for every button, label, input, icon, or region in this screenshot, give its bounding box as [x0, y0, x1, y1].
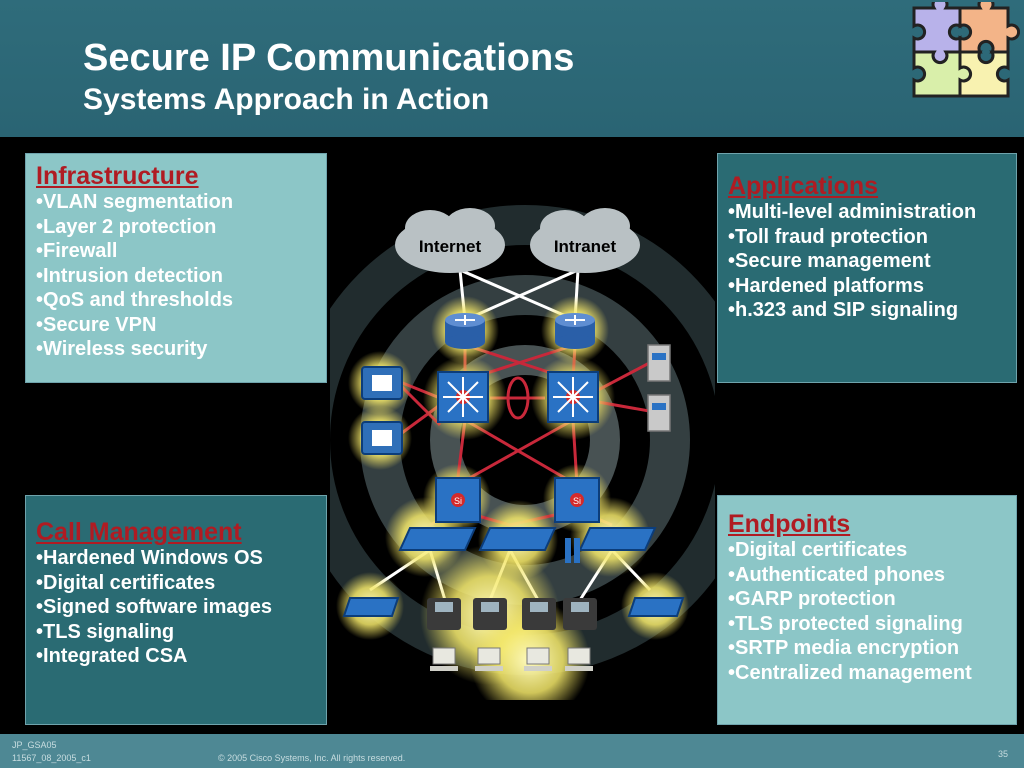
call-management-panel: Call Management Hardened Windows OS Digi…	[25, 495, 327, 725]
internet-label: Internet	[419, 237, 482, 256]
slide-header: Secure IP Communications Systems Approac…	[0, 0, 1024, 137]
server-icon	[647, 344, 671, 382]
list-item: Toll fraud protection	[728, 225, 1006, 250]
panel-title: Infrastructure	[36, 162, 199, 190]
ip-phone-icon	[427, 598, 461, 630]
infrastructure-panel: Infrastructure VLAN segmentation Layer 2…	[25, 153, 327, 383]
pc-icon	[565, 647, 593, 671]
list-item: QoS and thresholds	[36, 288, 316, 313]
copyright: © 2005 Cisco Systems, Inc. All rights re…	[218, 753, 406, 763]
list-item: h.323 and SIP signaling	[728, 298, 1006, 323]
footer-code: 11567_08_2005_c1	[12, 753, 91, 763]
list-item: SRTP media encryption	[728, 636, 1006, 661]
slide-subtitle: Systems Approach in Action	[83, 83, 490, 116]
list-item: Digital certificates	[728, 538, 1006, 563]
panel-title: Call Management	[36, 518, 242, 546]
list-item: Centralized management	[728, 661, 1006, 686]
applications-panel: Applications Multi-level administration …	[717, 153, 1017, 383]
multilayer-switch-icon	[547, 371, 599, 423]
call-manager-icon	[361, 421, 403, 455]
si-label: Si	[573, 496, 581, 506]
list-item: Firewall	[36, 239, 316, 264]
panel-title: Applications	[728, 172, 879, 200]
voice-gateway-icon	[342, 597, 400, 617]
list-item: TLS protected signaling	[728, 612, 1006, 637]
list-item: Signed software images	[36, 595, 316, 620]
list-item: GARP protection	[728, 587, 1006, 612]
pc-icon	[430, 647, 458, 671]
access-switch-icon	[478, 527, 557, 551]
intranet-label: Intranet	[554, 237, 617, 256]
ip-phone-icon	[563, 598, 597, 630]
si-label: Si	[454, 496, 462, 506]
list-item: Hardened platforms	[728, 274, 1006, 299]
slide-footer: JP_GSA05 11567_08_2005_c1 © 2005 Cisco S…	[0, 734, 1024, 768]
panel-title: Endpoints	[728, 510, 851, 538]
endpoints-panel: Endpoints Digital certificates Authentic…	[717, 495, 1017, 725]
ip-phone-icon	[522, 598, 556, 630]
list-item: Multi-level administration	[728, 200, 1006, 225]
list-item: TLS signaling	[36, 620, 316, 645]
intranet-cloud-icon	[530, 208, 640, 273]
list-item: Authenticated phones	[728, 563, 1006, 588]
access-switch-icon	[578, 527, 657, 551]
list-item: Layer 2 protection	[36, 215, 316, 240]
router-icon	[445, 313, 485, 349]
server-icon	[647, 394, 671, 432]
list-item: Secure VPN	[36, 313, 316, 338]
list-item: Wireless security	[36, 337, 316, 362]
etherchannel-icon	[506, 376, 530, 420]
pc-icon	[475, 647, 503, 671]
multilayer-switch-icon	[437, 371, 489, 423]
footer-code: JP_GSA05	[12, 740, 57, 750]
list-item: Integrated CSA	[36, 644, 316, 669]
distribution-switch-icon: Si	[554, 477, 600, 523]
wireless-access-point-icon	[565, 538, 580, 563]
distribution-switch-icon: Si	[435, 477, 481, 523]
slide-title: Secure IP Communications	[83, 37, 575, 79]
list-item: Intrusion detection	[36, 264, 316, 289]
page-number: 35	[998, 749, 1009, 759]
list-item: VLAN segmentation	[36, 190, 316, 215]
internet-cloud-icon	[395, 208, 505, 273]
voice-gateway-icon	[627, 597, 685, 617]
access-switch-icon	[398, 527, 477, 551]
list-item: Hardened Windows OS	[36, 546, 316, 571]
call-manager-icon	[361, 366, 403, 400]
list-item: Digital certificates	[36, 571, 316, 596]
network-diagram: Internet Intranet	[330, 205, 715, 700]
puzzle-pieces-icon	[912, 2, 1020, 98]
pc-icon	[524, 647, 552, 671]
ip-phone-icon	[473, 598, 507, 630]
router-icon	[555, 313, 595, 349]
list-item: Secure management	[728, 249, 1006, 274]
